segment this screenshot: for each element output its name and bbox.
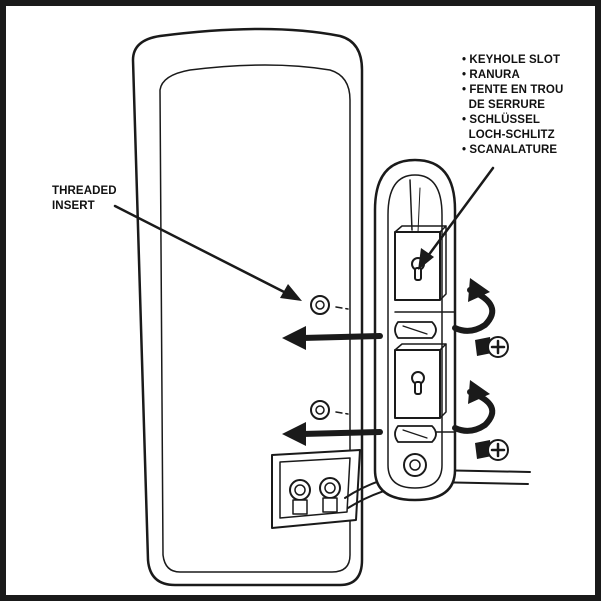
mount-arrow-icon [282, 422, 383, 446]
cabinet-front-edge [159, 64, 351, 573]
rotation-arrow-icon [452, 278, 496, 334]
keyhole-line-spanish: • RANURA [462, 69, 520, 81]
binding-post-icon [289, 479, 311, 515]
keyhole-line-french-2: DE SERRURE [462, 99, 545, 111]
speaker-mounting-diagram [113, 27, 531, 587]
threaded-insert-line-1: THREADED [52, 185, 117, 197]
threaded-insert-label: THREADED INSERT [52, 184, 117, 214]
screw-icon [475, 336, 509, 358]
rotation-arrow-icon [452, 380, 496, 434]
binding-post-icon [319, 477, 341, 513]
threaded-insert-icon [310, 400, 349, 420]
keyhole-line-german-2: LOCH-SCHLITZ [462, 129, 555, 141]
keyhole-slot-translations: • KEYHOLE SLOT • RANURA • FENTE EN TROU … [462, 53, 563, 158]
speaker-cabinet [131, 27, 364, 587]
screw-icon [475, 439, 509, 461]
keyhole-slot-label: • KEYHOLE SLOT • RANURA • FENTE EN TROU … [462, 53, 563, 158]
keyhole-line-italian: • SCANALATURE [462, 144, 558, 156]
leader-threaded-insert [113, 204, 302, 301]
leader-keyhole-slot [418, 166, 495, 270]
keyhole-slot-icon [411, 371, 425, 395]
binding-post-panel [271, 449, 361, 529]
wall-bracket [373, 158, 457, 502]
keyhole-line-english: • KEYHOLE SLOT [462, 54, 561, 66]
mount-arrow-icon [282, 326, 383, 350]
threaded-insert-line-2: INSERT [52, 200, 95, 212]
keyhole-line-german-1: • SCHLÜSSEL [462, 114, 540, 126]
threaded-insert-icon [310, 295, 349, 315]
keyhole-line-french-1: • FENTE EN TROU [462, 84, 564, 96]
